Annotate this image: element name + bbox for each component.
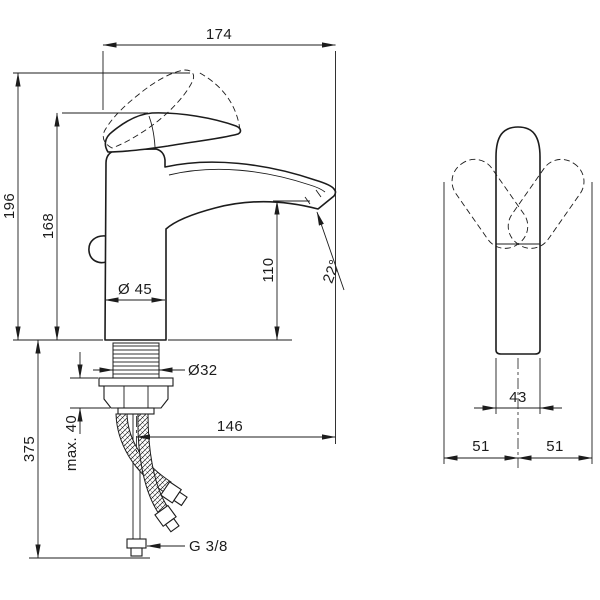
side-view [88, 69, 337, 557]
label-total-width: 174 [206, 26, 232, 43]
pipe-fitting-end [130, 547, 143, 557]
threaded-shank [112, 342, 160, 379]
pull-rod-knob [88, 235, 107, 264]
label-height-down: 168 [40, 213, 57, 239]
supply-hose-left [115, 413, 172, 493]
mounting-nut [103, 385, 169, 409]
handle-swing-right-dashed [507, 158, 585, 249]
label-swing-left: 51 [472, 438, 490, 455]
label-max-thickness: max. 40 [63, 415, 80, 471]
handle-lever-raised-dashed [102, 69, 195, 149]
hose-fitting-left [159, 481, 188, 507]
label-front-width: 43 [509, 389, 527, 406]
label-hose-length: 375 [21, 436, 38, 462]
pipe-fitting [126, 538, 147, 549]
shank-collar [117, 407, 155, 415]
mounting-nut-facets [123, 386, 149, 408]
spout-inner-line [168, 168, 326, 193]
label-spout-reach: 146 [217, 418, 243, 435]
hose-fitting-right [154, 504, 180, 533]
label-shank-diameter: Ø32 [188, 362, 218, 379]
label-spout-height: 110 [260, 257, 277, 282]
dim-line-spout-angle [316, 211, 345, 291]
label-swing-right: 51 [546, 438, 564, 455]
label-body-diameter: Ø 45 [118, 281, 152, 298]
handle-lever [104, 112, 242, 153]
handle-swing-arc-dashed [197, 71, 241, 131]
dimension-labels: 174 196 168 110 Ø 45 Ø32 375 max. 40 146… [1, 26, 564, 555]
mounting-washer [98, 377, 174, 387]
front-view [451, 126, 585, 355]
label-thread: G 3/8 [189, 538, 228, 555]
faucet-front-body [495, 126, 541, 355]
spout-outlet-detail [304, 189, 322, 205]
handle-base-line [148, 115, 156, 148]
faucet-body-spout [104, 148, 337, 341]
dimension-lines [15, 42, 593, 559]
label-height-raised: 196 [1, 193, 18, 219]
